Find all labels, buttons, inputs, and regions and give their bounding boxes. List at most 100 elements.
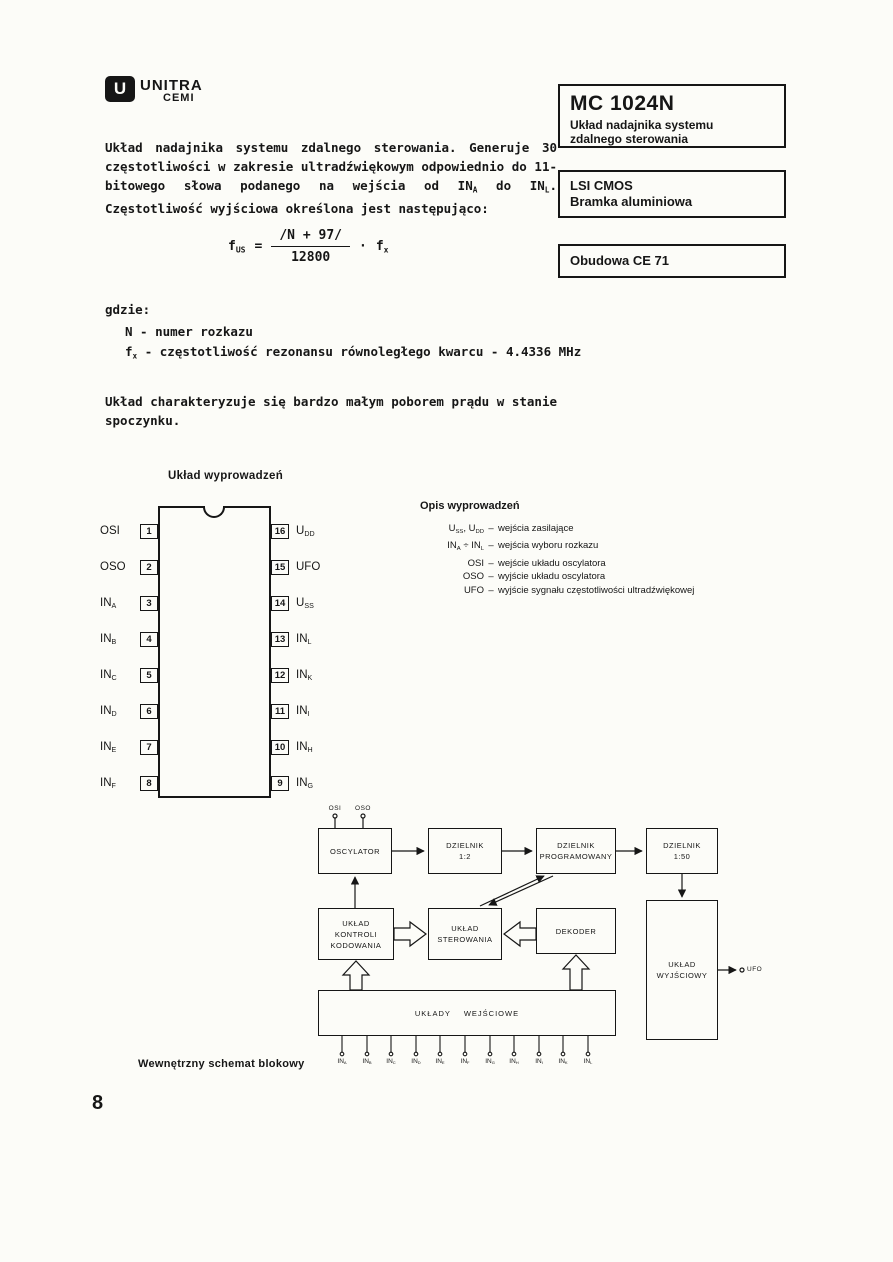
dash: – [488,540,494,552]
pin-desc-text: wejście układu oscylatora [498,557,606,569]
block-label: DZIELNIK [557,841,595,850]
note-paragraph: Układ charakteryzuje się bardzo małym po… [105,394,557,428]
formula-rhs: fx [375,238,389,255]
pin-15: 15 [271,560,289,575]
block-label: UKŁAD [451,924,479,933]
pin-label-inl: INL [296,633,312,647]
part-number-box: MC 1024N Układ nadajnika systemu zdalneg… [558,84,786,148]
block-label: UKŁADY WEJŚCIOWE [414,1008,520,1018]
diagram-caption: Wewnętrzny schemat blokowy [138,1058,305,1070]
input-label-inf: INF [460,1058,470,1066]
block-label: UKŁAD [342,918,370,928]
pin-9: 9 [271,776,289,791]
pin-12: 12 [271,668,289,683]
frequency-formula: fUS = /N + 97/ 12800 · fx [228,228,389,265]
pin-label-ufo: UFO [296,561,321,573]
input-label-inb: INB [362,1058,372,1066]
block-label: WYJŚCIOWY [656,971,708,980]
pin-6: 6 [140,704,158,719]
logo-division-text: CEMI [163,92,195,104]
block-uklad-kontroli-kodowania: UKŁAD KONTROLI KODOWANIA [318,908,394,960]
pin-13: 13 [271,632,289,647]
block-dzielnik-2: DZIELNIK 1:2 [428,828,502,874]
pin-desc-term: OSI [467,557,484,569]
dash: – [488,523,494,534]
block-uklady-wejsciowe: UKŁADY WEJŚCIOWE [318,990,616,1036]
pin-desc-term: INA ÷ INL [447,540,484,553]
osi-signal-label: OSI [328,805,342,812]
ic-package-outline [158,506,271,798]
pin-label-ine: INE [100,741,117,755]
pinout-title: Układ wyprowadzeń [168,470,284,482]
pin-label-ini: INI [296,705,310,719]
pin-label-ind: IND [100,705,117,719]
pin-label-inb: INB [100,633,117,647]
logo-brand-text: UNITRA [140,77,203,94]
unitra-logo-icon: U [105,76,135,102]
ufo-terminal [739,967,745,973]
where-item-fx: fx - częstotliwość rezonansu równoległeg… [125,344,582,361]
arrow-sterowania-to-prog [479,875,545,907]
pin-label-inh: INH [296,741,313,755]
block-uklad-sterowania: UKŁAD STEROWANIA [428,908,502,960]
pin-label-inc: INC [100,669,117,683]
open-arrow-wejsciowe-to-kontroli [341,960,371,991]
pin-5: 5 [140,668,158,683]
pin-10: 10 [271,740,289,755]
where-item-n: N - numer rozkazu [125,324,253,339]
open-arrow-kontroli-to-sterowania [393,920,427,948]
block-dzielnik-50: DZIELNIK 1:50 [646,828,718,874]
oso-terminal [360,813,366,819]
block-label: OSCYLATOR [329,846,381,856]
block-uklad-wyjsciowy: UKŁAD WYJŚCIOWY [646,900,718,1040]
block-dekoder: DEKODER [536,908,616,954]
pin-desc-row: INA ÷ INL – wejścia wyboru rozkazu [420,539,820,556]
formula-denominator: 12800 [291,250,331,265]
input-label-ina: INA [337,1058,347,1066]
pin-label-osi: OSI [100,525,120,537]
block-label: DZIELNIK [663,841,701,850]
input-label-ine: INE [435,1058,445,1066]
pin-desc-text: wejścia wyboru rozkazu [498,540,599,552]
intro-paragraph: Układ nadajnika systemu zdalnego sterowa… [105,140,557,217]
pin-label-ina: INA [100,597,117,611]
pin-description-title: Opis wyprowadzeń [420,500,520,512]
oso-signal-label: OSO [355,805,371,812]
block-label: PROGRAMOWANY [539,852,613,861]
technology-box: LSI CMOS Bramka aluminiowa [558,170,786,218]
pin-desc-row: OSI – wejście układu oscylatora [420,557,820,571]
pin-14: 14 [271,596,289,611]
pin-2: 2 [140,560,158,575]
technology-line1: LSI CMOS [570,178,633,193]
formula-lhs: fUS [228,238,246,255]
pin-desc-text: wyjście układu oscylatora [498,571,606,583]
block-diagram-lines [332,813,745,1057]
pin-desc-row: UFO – wyjście sygnału częstotliwości ult… [420,584,820,598]
block-label: DZIELNIK [446,841,484,850]
formula-fraction: /N + 97/ 12800 [271,228,350,265]
block-label: DEKODER [555,926,597,936]
osi-terminal [332,813,338,819]
pin-desc-row: USS, UDD – wejścia zasilające [420,522,820,539]
package-box: Obudowa CE 71 [558,244,786,278]
block-label: UKŁAD [668,960,696,969]
pin-desc-text: wejścia zasilające [498,523,574,534]
where-label: gdzie: [105,302,151,317]
ufo-signal-label: UFO [747,966,763,973]
open-arrow-dekoder-to-sterowania [503,920,537,948]
block-label: 1:50 [673,852,691,861]
package-label: Obudowa CE 71 [570,253,669,268]
pin-4: 4 [140,632,158,647]
pin-desc-term: UFO [463,584,484,596]
block-oscylator: OSCYLATOR [318,828,392,874]
input-label-inh: INH [509,1058,519,1066]
block-label: KONTROLI [334,929,378,939]
pin-desc-row: OSO – wyjście układu oscylatora [420,570,820,584]
dash: – [488,571,494,583]
pin-label-inf: INF [100,777,116,791]
pin-7: 7 [140,740,158,755]
arrow-prog-to-sterowania [488,875,554,906]
pin-11: 11 [271,704,289,719]
pin-label-oso: OSO [100,561,126,573]
